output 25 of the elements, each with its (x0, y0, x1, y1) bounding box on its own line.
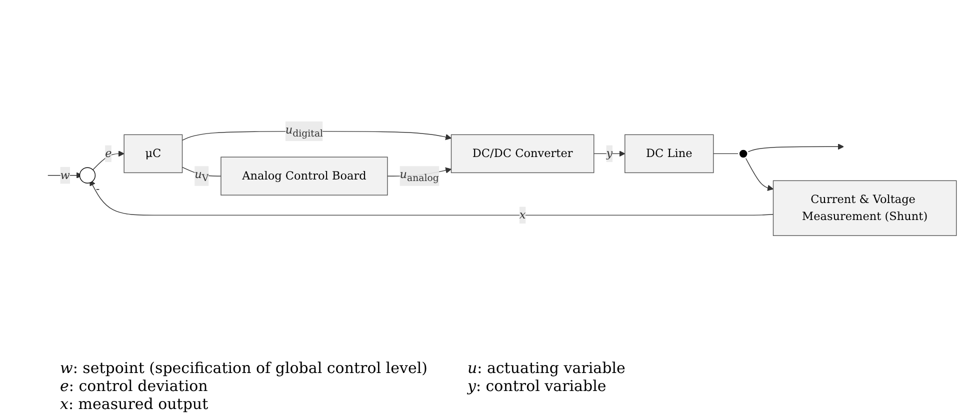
edge-label: u$_{V}$ (194, 168, 209, 184)
edge-label: e (105, 146, 112, 160)
legend-note: u: actuating variable (467, 359, 626, 377)
block-box: DC/DC Converter (450, 134, 594, 174)
minus-sign: - (96, 182, 100, 196)
block-box: Current & Voltage Measurement (Shunt) (772, 180, 957, 236)
edge-label: u$_{digital}$ (285, 122, 324, 140)
block-box: Analog Control Board (220, 156, 388, 196)
edge-label: x (519, 208, 526, 222)
legend-note: y: control variable (467, 377, 608, 395)
arrow (745, 158, 774, 191)
edge-label: u$_{analog}$ (400, 168, 439, 184)
legend-note: x: measured output (60, 395, 210, 413)
arrow (594, 150, 626, 157)
edge-label: w (60, 168, 70, 182)
connector (713, 153, 738, 154)
edge-label: y (606, 146, 613, 160)
arrow (90, 180, 774, 216)
block-box: DC Line (624, 134, 714, 174)
summing-junction (79, 167, 96, 184)
junction-dot (739, 150, 748, 158)
arrow (748, 144, 844, 152)
legend-note: w: setpoint (specification of global control level) (60, 359, 428, 377)
block-box: μC (124, 134, 183, 174)
legend-note: e: control deviation (60, 377, 209, 395)
